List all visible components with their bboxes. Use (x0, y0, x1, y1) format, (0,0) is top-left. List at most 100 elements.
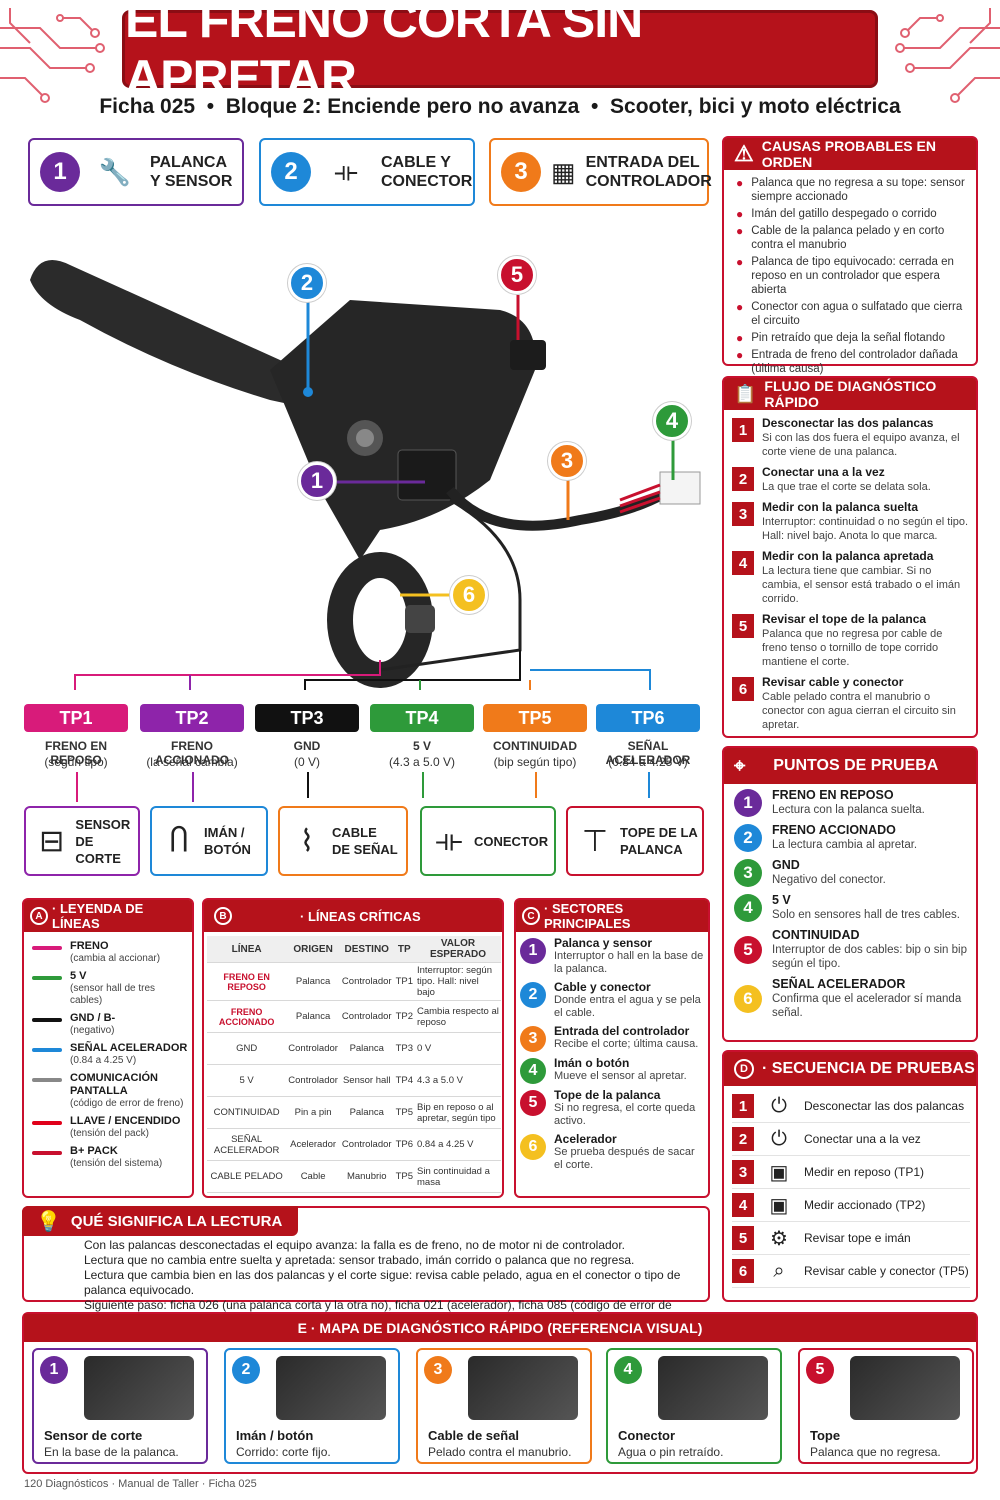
table-cell: Controlador (339, 962, 394, 1001)
map-item-thumbnail (850, 1356, 960, 1420)
legend-item: GND / B-(negativo) (32, 1012, 188, 1037)
legend-item: 5 V(sensor hall de tres cables) (32, 970, 188, 1007)
callout-2: 2 (288, 264, 326, 302)
legend-desc: (negativo) (70, 1025, 115, 1036)
table-cell: Palanca (286, 962, 340, 1001)
screw-icon: ⊤ (581, 824, 609, 858)
point-title: CONTINUIDAD (772, 928, 860, 942)
legend-desc: (código de error de freno) (70, 1098, 184, 1109)
flow-step-desc: La que trae el corte se delata sola. (762, 481, 931, 493)
map-item-thumbnail (468, 1356, 578, 1420)
map-item-desc: Corrido: corte fijo. (236, 1445, 331, 1459)
point-number: 2 (734, 823, 762, 852)
sequence-step: 5 ⚙ Revisar tope e imán (732, 1222, 970, 1255)
table-cell: Sensor hall (339, 1064, 394, 1097)
map-header: E · MAPA DE DIAGNÓSTICO RÁPIDO (REFERENC… (24, 1314, 976, 1342)
point-number: 1 (734, 788, 762, 817)
point-title: FRENO EN REPOSO (772, 788, 894, 802)
sequence-step-label: Conectar una a la vez (804, 1132, 921, 1146)
flow-step-title: Medir con la palanca suelta (762, 500, 919, 514)
gear-icon: ⚙ (770, 1227, 788, 1250)
point-desc: Confirma que el acelerador sí manda seña… (772, 993, 962, 1019)
sequence-header: D · SECUENCIA DE PRUEBAS (724, 1052, 976, 1086)
point-desc: Lectura con la palanca suelta. (772, 804, 925, 816)
sequence-step: 6⌕Revisar cable y conector (TP5) (732, 1255, 970, 1288)
sequence-card: D · SECUENCIA DE PRUEBAS 1⏻Desconectar l… (722, 1050, 978, 1302)
table-cell: Sin continuidad a masa (415, 1160, 501, 1193)
table-cell: Controlador (339, 1128, 394, 1161)
legend-swatch (32, 1151, 62, 1155)
causes-header: ⚠ CAUSAS PROBABLES EN ORDEN (724, 138, 976, 170)
map-item-desc: Pelado contra el manubrio. (428, 1445, 572, 1459)
table-header: LÍNEA (207, 936, 287, 963)
point-title: FRENO ACCIONADO (772, 823, 896, 837)
critical-header: B · LÍNEAS CRÍTICAS (204, 900, 502, 932)
tp-tag-2: TP2 (140, 704, 244, 732)
tp-line (422, 772, 424, 798)
legend-swatch (32, 976, 62, 980)
sequence-step-number: 6 (732, 1259, 754, 1283)
bullet: ● (736, 331, 744, 345)
table-header: DESTINO (339, 936, 394, 963)
map-item-desc: Palanca que no regresa. (810, 1445, 941, 1459)
tp-label: SEÑAL ACELERADOR (605, 739, 691, 767)
component-box-4: ⟛CONECTOR (420, 806, 556, 876)
legend-title: B+ PACK (70, 1145, 118, 1157)
plug-icon: ⏻ (771, 1094, 787, 1117)
plug-icon: ⏻ (771, 1127, 787, 1150)
flow-header: 📋 FLUJO DE DIAGNÓSTICO RÁPIDO (724, 378, 976, 410)
callout-5: 5 (498, 256, 536, 294)
tp-sublabel: (bip según tipo) (493, 755, 577, 769)
legend-title: 5 V (70, 970, 87, 982)
bullet: ● (736, 207, 744, 221)
legend-card: A · LEYENDA DE LÍNEAS FRENO(cambia al ac… (22, 898, 194, 1198)
multimeter-icon: ▣ (769, 1194, 789, 1217)
sector-number: 3 (520, 1026, 546, 1052)
map-item-number: 2 (232, 1356, 260, 1384)
tp-tag-5: TP5 (483, 704, 587, 732)
legend-swatch (32, 946, 62, 950)
map-item-title: Sensor de corte (44, 1428, 143, 1443)
multimeter-icon: ▣ (769, 1161, 789, 1184)
sequence-step-number: 5 (732, 1226, 754, 1250)
tp-sublabel: (4.3 a 5.0 V) (388, 755, 456, 769)
tp-line (76, 772, 78, 802)
top-box-icon: ⟛ (334, 156, 358, 186)
legend-swatch (32, 1078, 62, 1082)
sequence-step-label: Medir accionado (TP2) (804, 1198, 926, 1212)
page-title: EL FRENO CORTA SIN APRETAR (125, 0, 643, 106)
tp-tag-3: TP3 (255, 704, 359, 732)
flow-step-number: 3 (732, 502, 754, 526)
sequence-step-label: Revisar cable y conector (TP5) (804, 1264, 969, 1278)
bullet: ● (736, 348, 744, 362)
table-cell: Acelerador (286, 1128, 340, 1161)
points-list: 1 FRENO EN REPOSO Lectura con la palanca s… (724, 784, 976, 1020)
sequence-step-label: Revisar tope e imán (804, 1231, 911, 1245)
flow-step-desc: Si con las dos fuera el equipo avanza, e… (762, 432, 960, 458)
sector-number: 6 (520, 1134, 546, 1160)
sector-title: Palanca y sensor (554, 936, 653, 950)
tp-sublabel: (0.84 a 4.25 V) (608, 755, 688, 769)
legend-item: FRENO(cambia al accionar) (32, 940, 188, 965)
table-header: ORIGEN (286, 936, 340, 963)
table-cell: Controlador (339, 1000, 394, 1033)
connector-icon: ⟛ (435, 824, 463, 857)
table-cell: Cable (286, 1160, 340, 1193)
